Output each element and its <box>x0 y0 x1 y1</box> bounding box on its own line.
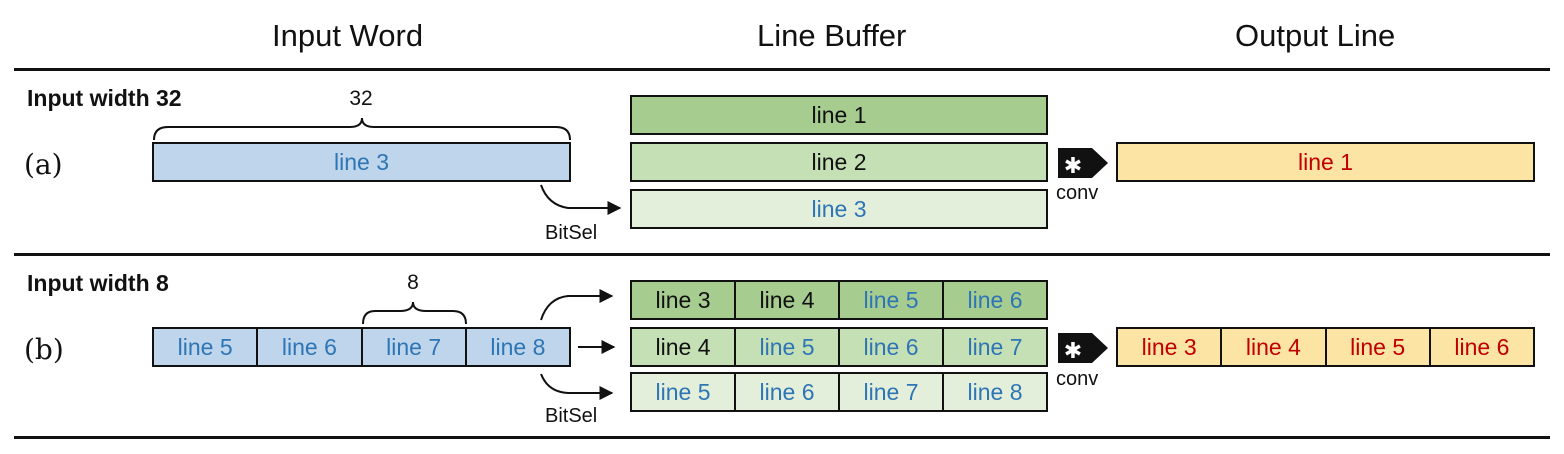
section-b-input-word-cell-4: line 8 <box>490 333 546 360</box>
section-b-input-word-cell-1: line 5 <box>154 329 259 365</box>
section-a-input-word-cell-1: line 3 <box>334 148 389 175</box>
svg-text:✱: ✱ <box>1064 154 1082 179</box>
section-a-input-word: line 3 <box>152 142 571 182</box>
section-b-buffer-row-1-cell-1: line 3 <box>632 282 736 318</box>
section-a-label: (a) <box>24 148 63 181</box>
section-b-input-word-cell-2: line 6 <box>258 329 363 365</box>
section-b-buffer-row-2-cell-2: line 5 <box>736 329 840 365</box>
section-b-buffer-row-3-cell-3: line 7 <box>840 374 944 410</box>
section-b-output-line-cell-2: line 4 <box>1222 329 1327 365</box>
section-b-output-line-cell-1: line 3 <box>1118 329 1223 365</box>
section-b-title: Input width 8 <box>27 270 169 296</box>
section-b-conv-label: conv <box>1056 368 1099 390</box>
section-b-conv-icon: ✱ <box>1058 333 1108 364</box>
section-a-bitsel-label: BitSel <box>545 222 598 244</box>
section-b-label: (b) <box>24 333 64 366</box>
section-a-buffer-row-3: line 3 <box>630 189 1048 229</box>
section-b-buffer-row-2-cell-1: line 4 <box>632 329 736 365</box>
section-b-buffer-row-1-cell-4: line 6 <box>967 286 1023 313</box>
section-a-output-line-cell-1: line 1 <box>1298 148 1353 175</box>
section-b-buffer-row-3-cell-1: line 5 <box>632 374 736 410</box>
section-b-arrow-down <box>540 373 614 400</box>
section-b-buffer-row-3-cell-4: line 8 <box>967 378 1023 405</box>
section-b-buffer-row-2-cell-3: line 6 <box>840 329 944 365</box>
section-a-buffer-row-2: line 2 <box>630 142 1048 182</box>
section-b-width-label: 8 <box>407 271 419 294</box>
section-b-width-brace <box>362 301 467 325</box>
section-b-buffer-row-1-cell-3: line 5 <box>840 282 944 318</box>
bottom-divider <box>14 436 1550 439</box>
section-b-buffer-row-2-cell-4: line 7 <box>967 333 1023 360</box>
section-a-buffer-row-1-cell-1: line 1 <box>811 101 867 128</box>
section-a-width-brace <box>153 117 571 141</box>
header-input-word: Input Word <box>272 18 424 53</box>
svg-text:✱: ✱ <box>1064 339 1082 364</box>
section-a-bitsel-arrow <box>540 184 622 215</box>
section-a-buffer-row-1: line 1 <box>630 95 1048 135</box>
section-a-width-label: 32 <box>349 87 373 110</box>
section-b-output-line-cell-3: line 5 <box>1327 329 1431 365</box>
section-a-buffer-row-3-cell-1: line 3 <box>811 195 867 222</box>
section-b-input-word-cell-3: line 7 <box>363 329 467 365</box>
section-a-title: Input width 32 <box>27 85 182 111</box>
section-b-arrow-up <box>540 289 614 321</box>
middle-divider <box>14 253 1550 256</box>
section-b-buffer-row-3-cell-2: line 6 <box>736 374 840 410</box>
header-output-line: Output Line <box>1235 18 1396 53</box>
section-a-conv-icon: ✱ <box>1058 148 1108 179</box>
section-b-buffer-row-1-cell-2: line 4 <box>736 282 840 318</box>
section-a-buffer-row-2-cell-1: line 2 <box>811 148 867 175</box>
top-divider <box>14 68 1550 71</box>
section-b-bitsel-label: BitSel <box>545 405 598 427</box>
section-a-output-line: line 1 <box>1116 142 1535 182</box>
header-line-buffer: Line Buffer <box>757 18 907 53</box>
section-a-conv-label: conv <box>1056 182 1099 204</box>
section-b-output-line-cell-4: line 6 <box>1454 333 1510 360</box>
